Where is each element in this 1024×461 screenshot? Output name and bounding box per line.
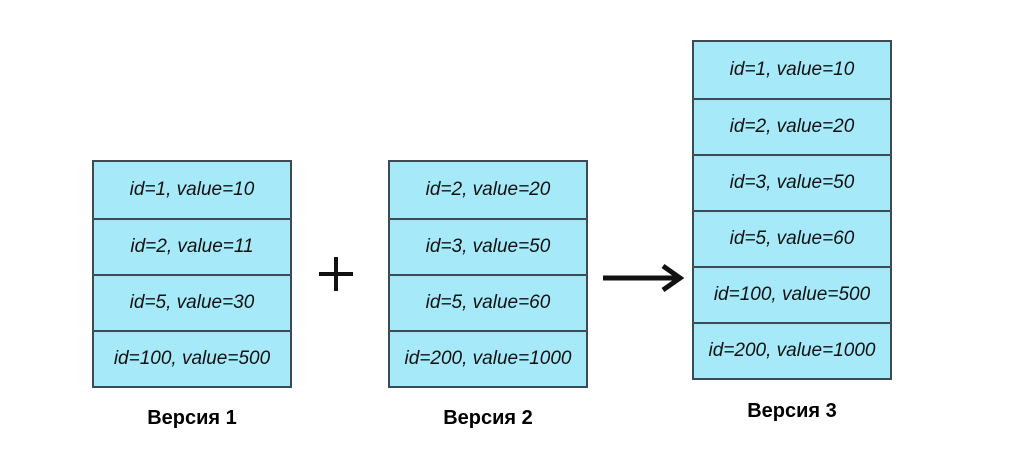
plus-icon <box>318 256 354 292</box>
version3-caption: Версия 3 <box>747 400 837 422</box>
table-row: id=2, value=11 <box>94 218 290 274</box>
table-row: id=3, value=50 <box>694 154 890 210</box>
table-row: id=100, value=500 <box>694 266 890 322</box>
version3-table: id=1, value=10 id=2, value=20 id=3, valu… <box>692 40 892 380</box>
table-row: id=2, value=20 <box>694 98 890 154</box>
table-row: id=200, value=1000 <box>694 322 890 378</box>
version2-table: id=2, value=20 id=3, value=50 id=5, valu… <box>388 160 588 388</box>
version1-table: id=1, value=10 id=2, value=11 id=5, valu… <box>92 160 292 388</box>
arrow-right-icon <box>602 263 684 293</box>
version2-caption: Версия 2 <box>443 407 533 429</box>
table-row: id=100, value=500 <box>94 330 290 386</box>
table-row: id=200, value=1000 <box>390 330 586 386</box>
table-row: id=5, value=30 <box>94 274 290 330</box>
table-row: id=3, value=50 <box>390 218 586 274</box>
table-row: id=2, value=20 <box>390 162 586 218</box>
version1-caption: Версия 1 <box>147 407 237 429</box>
table-row: id=5, value=60 <box>694 210 890 266</box>
table-row: id=1, value=10 <box>94 162 290 218</box>
table-row: id=5, value=60 <box>390 274 586 330</box>
table-row: id=1, value=10 <box>694 42 890 98</box>
